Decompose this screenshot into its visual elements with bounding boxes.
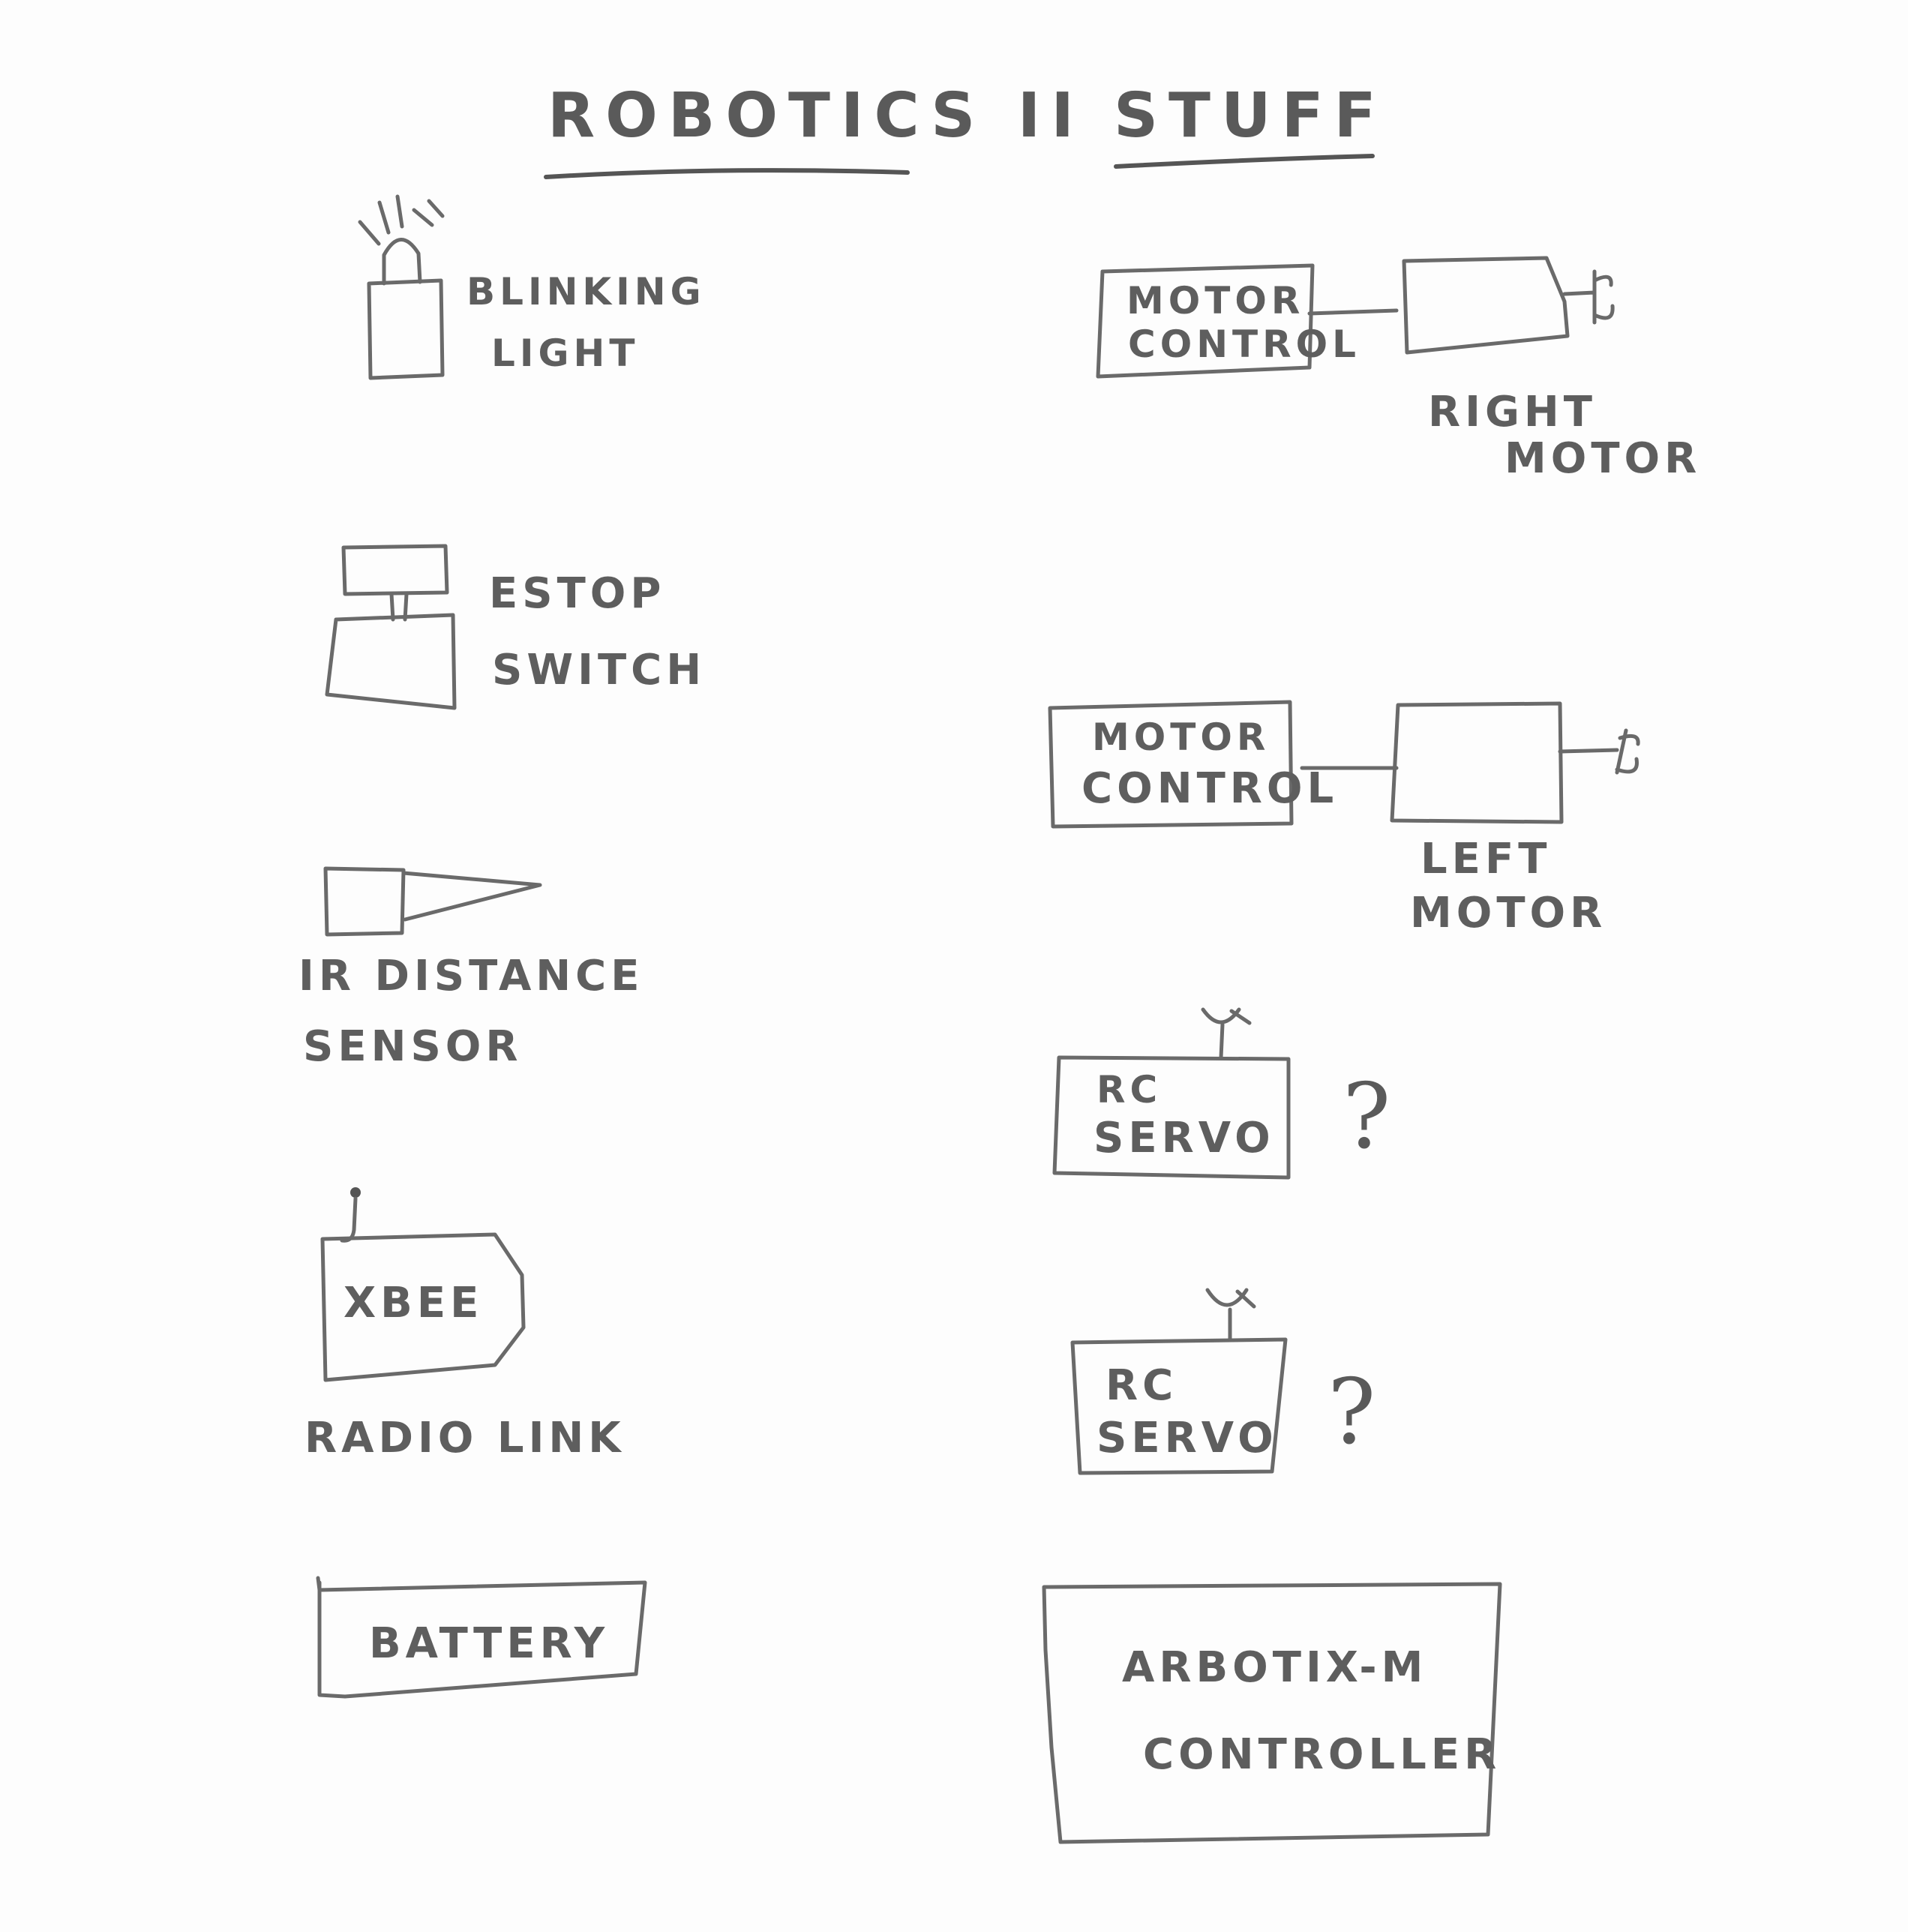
radio-link-label: RADIO LINK [304, 1414, 626, 1462]
ir-sensor-label-1: IR DISTANCE [298, 952, 644, 1000]
title-right: STUFF [1114, 80, 1387, 152]
servo-2-box [1070, 1337, 1288, 1475]
right-motor-control-box [1096, 263, 1315, 379]
right-motor-box [1402, 256, 1570, 355]
blinking-light-dome [382, 238, 422, 286]
xbee-antenna [340, 1196, 358, 1243]
servo-2-question-mark: ? [1328, 1360, 1376, 1465]
blinking-light-base [367, 278, 445, 380]
light-rays-icon [358, 194, 445, 246]
right-wheel-icon [1562, 269, 1615, 325]
antenna-tip-icon [350, 1187, 361, 1198]
battery-label: BATTERY [369, 1619, 609, 1668]
servo-2-label-2: SERVO [1096, 1414, 1278, 1462]
left-motor-label-2: MOTOR [1410, 889, 1606, 938]
ir-sensor-label-2: SENSOR [303, 1022, 523, 1071]
estop-label-2: SWITCH [492, 646, 706, 694]
rc-servo-1: RC SERVO ? [1052, 1007, 1390, 1180]
blinking-light-label-2: LIGHT [491, 332, 639, 375]
estop-label-1: ESTOP [489, 569, 665, 618]
right-motor-label-1: RIGHT [1428, 388, 1597, 436]
servo-1-label-2: SERVO [1094, 1114, 1275, 1162]
servo-2-label-1: RC [1106, 1361, 1178, 1410]
right-motor-control-label-2: CONTROL [1128, 322, 1360, 366]
blinking-light-label-1: BLINKING [466, 270, 706, 314]
left-motor-group: MOTOR CONTROL LEFT MOTOR [1048, 700, 1640, 938]
left-motor-label-1: LEFT [1420, 835, 1551, 884]
estop-base [325, 613, 457, 710]
right-motor-control-label-1: MOTOR [1126, 279, 1304, 322]
title: ROBOTICS II STUFF [544, 80, 1387, 179]
controller-box [1042, 1582, 1502, 1844]
servo-1-question-mark: ? [1342, 1065, 1390, 1169]
title-left-underline [544, 168, 910, 179]
servo-1-box [1052, 1055, 1291, 1180]
title-right-underline [1114, 154, 1375, 169]
ir-sensor-beam [401, 871, 542, 922]
blinking-light: BLINKING LIGHT [358, 194, 706, 380]
title-left: ROBOTICS II [548, 80, 1084, 152]
right-motor-group: MOTOR CONTROL RIGHT MOTOR [1096, 256, 1701, 483]
left-wheel-icon [1558, 728, 1640, 775]
ir-sensor-body [323, 866, 406, 937]
servo-2-horn-icon [1205, 1288, 1256, 1342]
left-motor-box [1390, 701, 1564, 824]
arbotix-controller: ARBOTIX-M CONTROLLER [1042, 1582, 1502, 1844]
rc-servo-2: RC SERVO ? [1070, 1288, 1376, 1475]
xbee-radio-link: XBEE RADIO LINK [304, 1187, 626, 1462]
right-motor-wire [1307, 308, 1399, 316]
xbee-label: XBEE [344, 1279, 483, 1328]
controller-label-1: ARBOTIX-M [1122, 1643, 1427, 1692]
ir-distance-sensor: IR DISTANCE SENSOR [298, 866, 644, 1071]
controller-label-2: CONTROLLER [1143, 1730, 1501, 1779]
xbee-module [320, 1232, 526, 1382]
estop-button [341, 544, 449, 596]
servo-1-label-1: RC [1096, 1068, 1162, 1112]
left-motor-control-label-1: MOTOR [1092, 716, 1270, 759]
right-motor-label-2: MOTOR [1504, 434, 1701, 483]
left-motor-control-label-2: CONTROL [1082, 764, 1338, 813]
battery-body [316, 1576, 647, 1699]
servo-1-horn-icon [1201, 1007, 1252, 1060]
left-motor-control-box [1048, 700, 1294, 829]
estop-switch: ESTOP SWITCH [325, 544, 706, 710]
battery: BATTERY [316, 1576, 647, 1699]
